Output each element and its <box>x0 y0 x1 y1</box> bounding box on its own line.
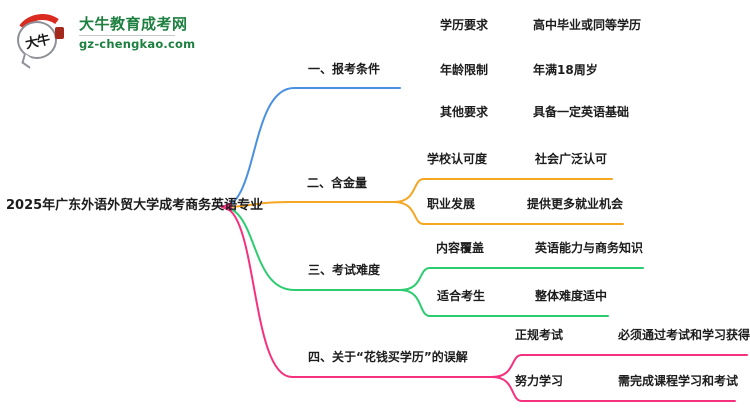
branch-4-leaf-1[interactable]: 必须通过考试和学习获得 <box>618 328 750 342</box>
branch-1-label[interactable]: 一、报考条件 <box>308 62 381 76</box>
logo-speech-bubble: 大牛 <box>17 21 57 59</box>
branch-1-sub-1[interactable]: 学历要求 <box>440 18 489 32</box>
site-url: gz-chengkao.com <box>79 37 196 52</box>
branch-4-sub-2[interactable]: 努力学习 <box>515 374 564 388</box>
branch-4-label[interactable]: 四、关于“花钱买学历”的误解 <box>308 350 468 364</box>
branch-3-leaf-1[interactable]: 英语能力与商务知识 <box>535 241 644 255</box>
branch-4-sub-1[interactable]: 正规考试 <box>515 328 564 342</box>
branch-3-lines <box>221 206 644 317</box>
branch-2-label[interactable]: 二、含金量 <box>307 176 368 190</box>
branch-4-lines <box>221 206 748 402</box>
branch-3-sub-2[interactable]: 适合考生 <box>437 289 486 303</box>
logo-bull-icon: 大牛 <box>10 9 74 73</box>
logo-divider <box>79 35 175 37</box>
site-logo[interactable]: 大牛 大牛教育成考网 gz-chengkao.com <box>10 9 196 73</box>
branch-1-sub-3[interactable]: 其他要求 <box>440 105 489 119</box>
branch-4-leaf-2[interactable]: 需完成课程学习和考试 <box>618 374 739 388</box>
branch-1-lines <box>221 87 401 208</box>
root-topic[interactable]: 2025年广东外语外贸大学成考商务英语专业 <box>6 198 264 213</box>
branch-3-sub-1[interactable]: 内容覆盖 <box>436 241 485 255</box>
logo-red-seal-icon <box>55 27 64 39</box>
branch-1-leaf-1[interactable]: 高中毕业或同等学历 <box>533 18 642 32</box>
site-name: 大牛教育成考网 <box>79 15 188 33</box>
branch-2-leaf-2[interactable]: 提供更多就业机会 <box>527 197 624 211</box>
root-anchor-marker <box>220 201 232 213</box>
branch-1-leaf-3[interactable]: 具备一定英语基础 <box>533 105 630 119</box>
branch-2-leaf-1[interactable]: 社会广泛认可 <box>535 152 608 166</box>
branch-3-label[interactable]: 三、考试难度 <box>308 263 381 277</box>
branch-2-sub-2[interactable]: 职业发展 <box>427 197 476 211</box>
branch-1-leaf-2[interactable]: 年满18周岁 <box>533 63 598 77</box>
branch-2-sub-1[interactable]: 学校认可度 <box>427 152 488 166</box>
branch-1-sub-2[interactable]: 年龄限制 <box>440 63 489 77</box>
branch-3-leaf-2[interactable]: 整体难度适中 <box>535 289 608 303</box>
